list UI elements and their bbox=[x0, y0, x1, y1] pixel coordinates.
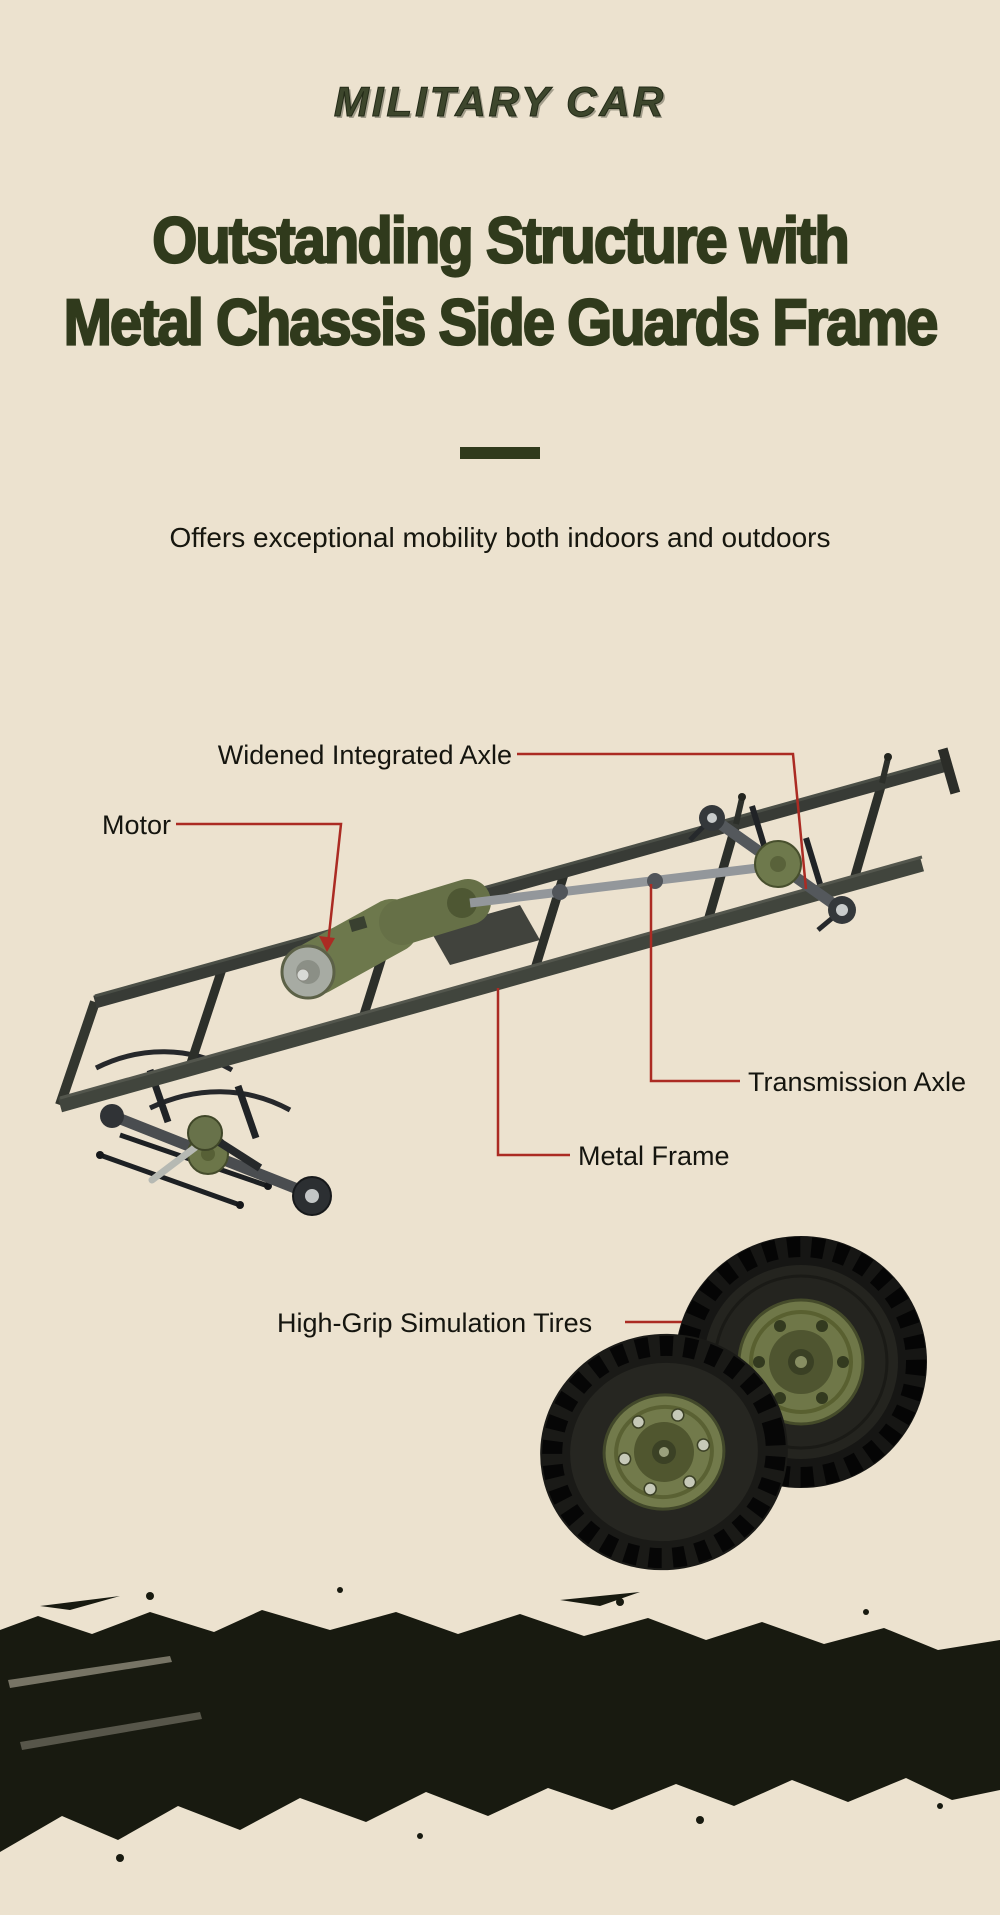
page-title: Outstanding Structure with Metal Chassis… bbox=[0, 200, 1000, 364]
leader-widened-axle bbox=[517, 752, 808, 890]
leader-motor bbox=[176, 822, 343, 945]
callout-transmission-axle: Transmission Axle bbox=[748, 1067, 967, 1097]
callout-widened-integrated-axle: Widened Integrated Axle bbox=[217, 740, 512, 770]
brush-stroke-graphic bbox=[0, 1587, 1000, 1862]
leader-motor-arrowhead bbox=[319, 936, 335, 952]
leader-metal-frame bbox=[496, 988, 570, 1157]
leader-transmission-axle bbox=[649, 884, 740, 1083]
leader-lines bbox=[176, 752, 808, 1324]
chassis-illustration bbox=[55, 747, 961, 1216]
callout-metal-frame: Metal Frame bbox=[578, 1141, 730, 1171]
page-title-line2: Metal Chassis Side Guards Frame bbox=[63, 285, 940, 360]
callout-motor: Motor bbox=[102, 810, 172, 840]
subtitle-text: Offers exceptional mobility both indoors… bbox=[169, 522, 831, 553]
page-title-line1: Outstanding Structure with bbox=[151, 203, 851, 278]
tires-illustration bbox=[540, 1236, 927, 1571]
brand-logo: MILITARY CAR bbox=[333, 78, 667, 126]
front-tire bbox=[540, 1333, 788, 1571]
callout-high-grip-tires: High-Grip Simulation Tires bbox=[277, 1308, 593, 1338]
title-divider bbox=[460, 447, 540, 459]
